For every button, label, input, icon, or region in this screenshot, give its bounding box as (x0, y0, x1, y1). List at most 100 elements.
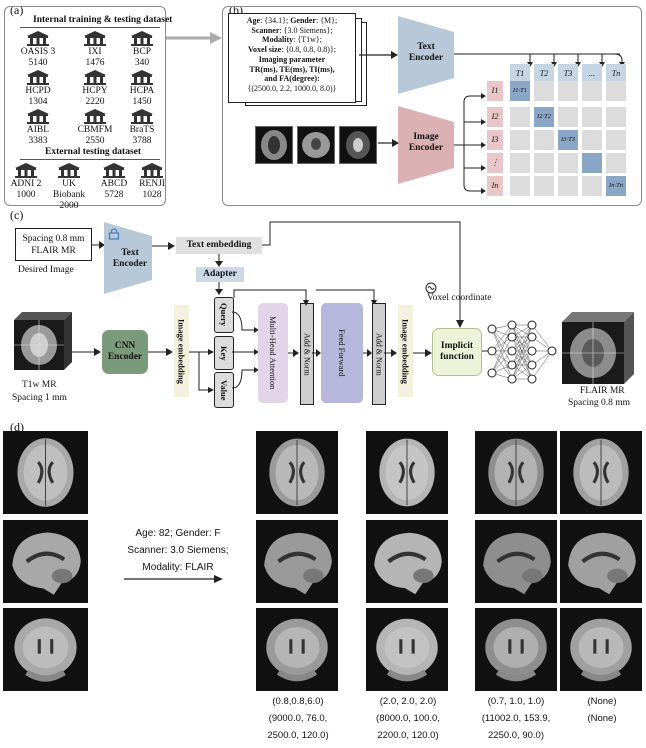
mlp-edge (491, 324, 513, 374)
mlp-node (527, 332, 537, 342)
caption-line: (0.8,0.8,6.0) (272, 696, 324, 707)
image-encoder-b-label: Image Encoder (408, 132, 444, 153)
embedding-to-adapter-arrow (215, 254, 223, 267)
synthesized-brain-slice (560, 608, 642, 691)
mlp-node (487, 324, 497, 334)
building-icon (84, 31, 106, 46)
input-brain-slice (3, 520, 88, 603)
dataset-count: 5140 (28, 58, 48, 68)
synthesized-brain-slice (256, 520, 338, 603)
input-brain-slice (3, 431, 88, 514)
embedding-skip-connection (262, 221, 464, 328)
desired-image-box: Spacing 0.8 mm FLAIR MR (15, 228, 92, 261)
acquisition-params-caption: (0.8,0.8,6.0)(9000.0, 76.0,2500.0, 120.0… (252, 693, 344, 744)
building-icon (131, 31, 153, 46)
panel-c-label: (c) (10, 208, 24, 222)
text-encoder-b (398, 16, 454, 94)
qkv-to-attention-lines (232, 311, 259, 389)
matrix-diagonal-cell: I3·T3 (558, 130, 578, 150)
dataset-count: 2000 (59, 201, 79, 211)
mlp-node (507, 374, 517, 384)
query-box: Query (214, 297, 234, 333)
mlp-edge (531, 324, 553, 352)
voxel-coordinate-label: Voxel coordinate (427, 293, 492, 303)
caption-line: 2200.0, 120.0) (377, 730, 439, 741)
image-token: I1 (487, 81, 503, 101)
prompt-text: Age: 82; Gender: F Scanner: 3.0 Siemens;… (127, 528, 229, 573)
external-dataset-title: External testing dataset (45, 147, 142, 157)
dataset-count: 3383 (28, 136, 48, 146)
mlp-edge (491, 328, 513, 380)
mlp-edge (491, 324, 513, 352)
mlp-edge (511, 324, 533, 366)
acquisition-params-caption: (0.7, 1.0, 1.0)(11002.0, 153.9,2250.0, 9… (470, 693, 562, 744)
panel-a-datasets (4, 6, 166, 206)
dataset-name: ABCD (100, 179, 128, 189)
output-caption-1: FLAIR MR (580, 386, 625, 396)
external-title-rule (20, 159, 160, 160)
mlp-edge (531, 350, 553, 380)
text-embedding-box: Text embedding (176, 237, 262, 254)
text-token: T3 (558, 64, 578, 84)
matrix-diagonal-cell: I2·T2 (534, 107, 554, 127)
mlp-node (507, 332, 517, 342)
text-encoder-c-label: Text Encoder (112, 248, 148, 269)
dataset-name: CBMFM (77, 125, 113, 135)
synthesized-brain-slice (475, 431, 557, 514)
dataset-count: 1450 (132, 97, 152, 107)
matrix-cell (534, 153, 554, 173)
acquisition-params-caption: (2.0, 2.0, 2.0)(8000.0, 100.0,2200.0, 12… (362, 693, 454, 744)
matrix-cell (582, 176, 602, 196)
synthesized-brain-slice (475, 608, 557, 691)
matrix-cell (582, 81, 602, 101)
image-token: I2 (487, 107, 503, 127)
mlp-node (527, 346, 537, 356)
input-t1w-cube (14, 312, 72, 370)
text-token: T2 (534, 64, 554, 84)
text-token: Tn (606, 64, 626, 84)
dataset-name: HCPD (25, 86, 51, 96)
add-norm-2-box: Add & Norm (372, 303, 386, 405)
desired-to-encoder-arrow (92, 241, 105, 249)
dataset-name: AIBL (26, 125, 50, 135)
building-icon (131, 70, 153, 85)
mlp-edge (511, 324, 533, 352)
dataset-name: IXI (88, 47, 102, 57)
prompt-arrow (124, 575, 223, 583)
dataset-count: 1476 (85, 58, 105, 68)
dataset-name: BraTS (129, 125, 155, 135)
mlp-edge (491, 328, 513, 366)
mlp-edge (511, 350, 533, 380)
ff-to-addnorm-arrow (363, 349, 372, 357)
building-icon (84, 109, 106, 124)
synthesized-brain-slice (256, 431, 338, 514)
dataset-count: 1000 (16, 190, 36, 200)
synthesized-brain-slice (256, 608, 338, 691)
image-encoder-b (398, 106, 454, 184)
matrix-cell (558, 107, 578, 127)
mlp-edge (491, 336, 513, 374)
addnorm-to-ff-arrow (312, 349, 321, 357)
building-icon (103, 163, 125, 178)
synthesized-brain-slice (475, 520, 557, 603)
output-flair-cube (562, 312, 634, 384)
mlp-node (547, 346, 557, 356)
metadata-text-document: Age: {34.1}; Gender: {M}; Scanner: {3.0 … (228, 13, 356, 103)
matrix-cell (510, 130, 530, 150)
dataset-count: 2220 (85, 97, 105, 107)
cnn-encoder-box: CNN Encoder (102, 330, 148, 374)
embedding-to-implicit-arrow (413, 349, 432, 357)
mlp-edge (511, 336, 533, 366)
matrix-cell (558, 176, 578, 196)
matrix-cell (606, 153, 626, 173)
building-icon (58, 163, 80, 178)
internal-dataset-title: Internal training & testing dataset (33, 15, 173, 25)
dataset-name: ADNI 2 (10, 179, 42, 189)
mlp-node (527, 320, 537, 330)
